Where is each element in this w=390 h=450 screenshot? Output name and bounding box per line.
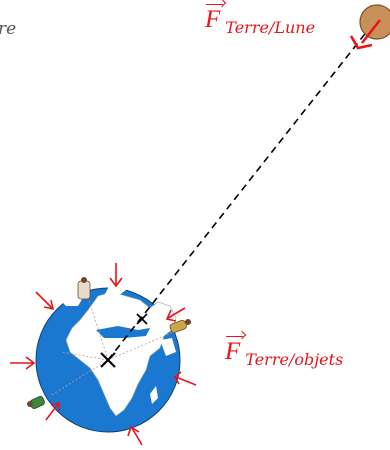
force-terre-objets-arrows [10, 263, 197, 446]
inward-arrow [173, 371, 197, 386]
person-figure-icon [169, 319, 191, 333]
inward-arrow [45, 401, 60, 421]
moon-vector-origin-cross [136, 313, 148, 325]
force-symbol: F [225, 338, 241, 365]
earth-moon-dashed-line [107, 29, 369, 361]
inward-arrow [35, 291, 55, 311]
moon-icon [359, 4, 390, 40]
inward-arrow [165, 307, 186, 322]
cropped-text-fragment: re [0, 19, 17, 39]
force-symbol: F [205, 6, 221, 33]
inward-arrow [127, 425, 143, 446]
force-terre-lune-arrow [349, 19, 382, 50]
inward-arrow [10, 356, 36, 370]
inward-arrow [109, 263, 123, 288]
earth-globe-icon [35, 280, 181, 433]
force-subscript: Terre/objets [245, 350, 344, 369]
person-figure-icon [77, 277, 91, 300]
force-subscript: Terre/Lune [225, 18, 316, 37]
earth-center-cross [100, 352, 116, 368]
person-figure-icon [27, 396, 45, 409]
